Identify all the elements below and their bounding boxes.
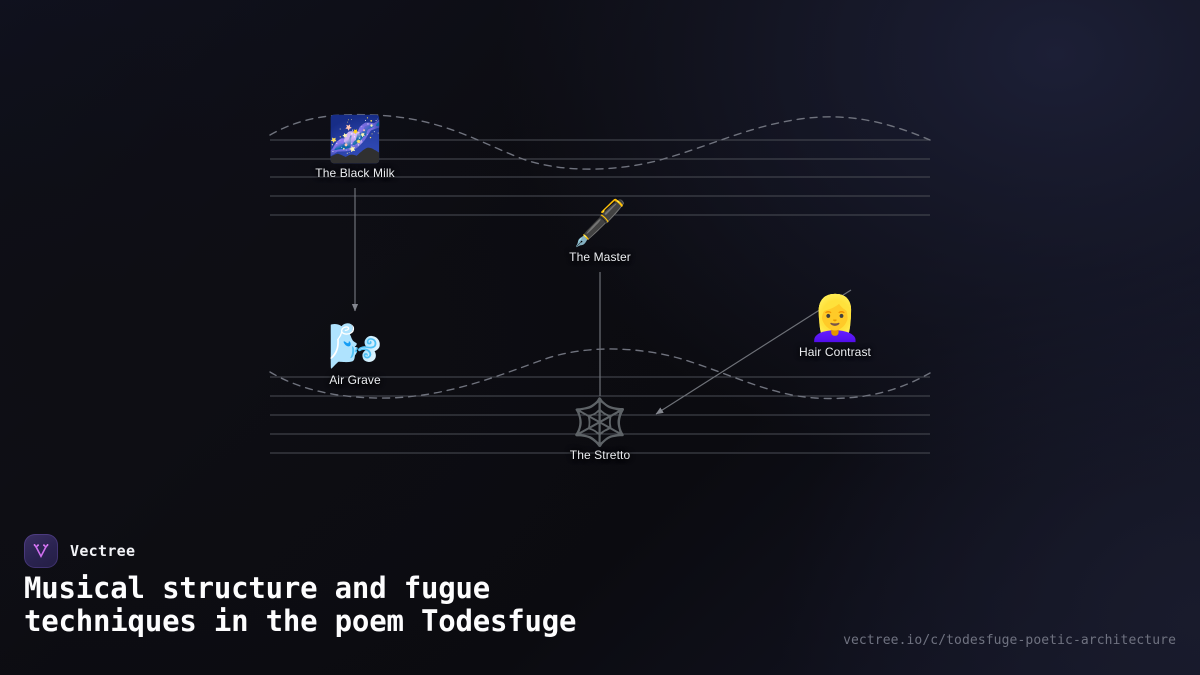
node-the-stretto[interactable]: 🕸️ The Stretto (540, 396, 660, 462)
wind-face-icon: 🌬️ (327, 321, 383, 372)
node-air-grave[interactable]: 🌬️ Air Grave (295, 321, 415, 387)
milky-way-icon: 🌌 (327, 114, 383, 165)
node-label: The Stretto (569, 448, 631, 462)
node-label: The Master (569, 250, 631, 264)
edge-layer (351, 188, 852, 415)
page-title-line-1: Musical structure and fugue (24, 571, 491, 605)
vectree-logo-icon (24, 534, 58, 568)
upper-sine-wave (269, 113, 931, 170)
footer-branding-bar: Vectree Musical structure and fugue tech… (0, 520, 1200, 675)
node-label: The Black Milk (315, 166, 395, 180)
node-the-black-milk[interactable]: 🌌 The Black Milk (295, 114, 415, 180)
sine-wave-layer (269, 113, 931, 400)
node-the-master[interactable]: 🖋️ The Master (540, 198, 660, 264)
brand-name: Vectree (70, 542, 136, 560)
page-title-line-2: techniques in the poem Todesfuge (24, 604, 577, 638)
fountain-pen-icon: 🖋️ (572, 198, 628, 249)
blond-haired-person-icon: 👱‍♀️ (807, 293, 863, 344)
edge-hair-contrast-to-stretto (655, 289, 852, 415)
page-title: Musical structure and fugue techniques i… (24, 572, 784, 638)
node-hair-contrast[interactable]: 👱‍♀️ Hair Contrast (775, 293, 895, 359)
brand-row[interactable]: Vectree (24, 534, 135, 568)
lower-sine-wave (269, 348, 931, 400)
graph-canvas[interactable]: 🌌 The Black Milk 🖋️ The Master 🌬️ Air Gr… (0, 0, 1200, 520)
node-label: Air Grave (329, 373, 381, 387)
node-label: Hair Contrast (799, 345, 871, 359)
spider-web-icon: 🕸️ (571, 395, 629, 449)
site-url: vectree.io/c/todesfuge-poetic-architectu… (843, 633, 1176, 648)
